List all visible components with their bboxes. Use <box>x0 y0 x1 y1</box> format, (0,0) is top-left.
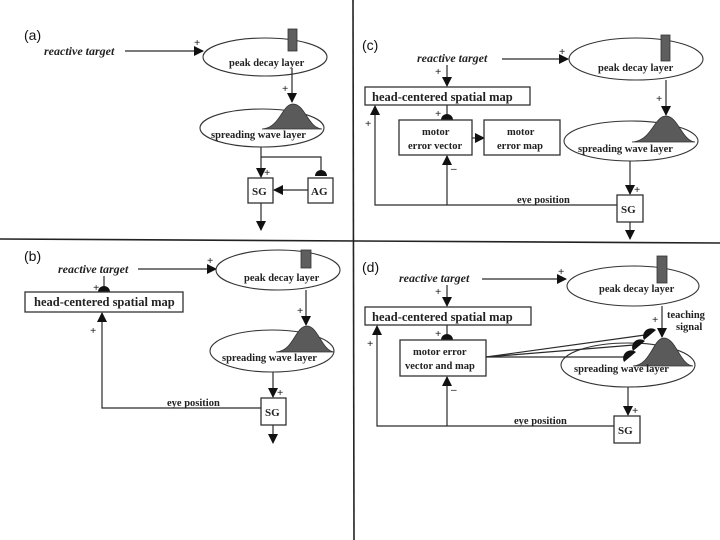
peak-decay-layer-label: peak decay layer <box>599 284 675 295</box>
inhibitory-terminal <box>643 328 656 340</box>
plus-sign: + <box>207 255 213 267</box>
activity-bump <box>632 337 694 367</box>
sg-label: SG <box>621 204 636 216</box>
inhibitory-terminal <box>623 350 636 362</box>
head-centered-map-label: head-centered spatial map <box>34 295 175 309</box>
teaching-signal-label: teaching <box>667 310 706 321</box>
reactive-target-label: reactive target <box>44 44 115 58</box>
inhibitory-terminal <box>98 286 110 292</box>
plus-sign: + <box>558 266 564 278</box>
peak-decay-layer-label: peak decay layer <box>229 58 305 69</box>
plus-sign: + <box>264 167 270 179</box>
head-centered-map-label: head-centered spatial map <box>372 90 513 104</box>
plus-sign: + <box>277 387 283 399</box>
panel-a: (a) reactive target + peak decay layer +… <box>24 27 334 231</box>
motor-error-vector-label: motor <box>422 127 450 138</box>
plus-sign: + <box>194 37 200 49</box>
eye-position-label: eye position <box>517 195 570 206</box>
minus-sign: – <box>450 384 457 396</box>
spreading-wave-layer-label: spreading wave layer <box>222 353 317 364</box>
plus-sign: + <box>297 305 303 317</box>
panel-label-b: (b) <box>24 248 41 264</box>
plus-sign: + <box>367 338 373 350</box>
plus-sign: + <box>634 184 640 196</box>
motor-error-map-label: motor <box>507 127 535 138</box>
eye-position-feedback <box>97 312 261 409</box>
motor-error-label: vector and map <box>405 361 475 372</box>
plus-sign: + <box>435 66 441 78</box>
wave-to-ag-line <box>261 156 322 170</box>
panel-label-a: (a) <box>24 27 41 43</box>
reactive-target-label: reactive target <box>399 271 470 285</box>
motor-error-map-box <box>483 119 561 156</box>
head-centered-map-box <box>364 306 532 326</box>
plus-sign: + <box>435 108 441 120</box>
inhibitory-terminal <box>441 114 453 120</box>
motor-error-vector-box <box>398 119 473 156</box>
spreading-wave-layer-label: spreading wave layer <box>574 364 669 375</box>
peak-bar <box>287 28 298 52</box>
eye-position-label: eye position <box>514 416 567 427</box>
minus-sign: – <box>450 163 457 175</box>
plus-sign: + <box>656 93 662 105</box>
plus-sign: + <box>365 118 371 130</box>
motor-error-vector-label: error vector <box>408 141 462 152</box>
eye-position-feedback <box>370 105 617 206</box>
plus-sign: + <box>93 282 99 294</box>
inhibitory-terminal <box>315 170 327 176</box>
horizontal-divider <box>0 238 720 244</box>
peak-bar <box>660 34 671 62</box>
activity-bump <box>631 115 696 143</box>
sg-box <box>260 397 287 426</box>
peak-decay-layer-label: peak decay layer <box>244 273 320 284</box>
vertical-divider <box>352 0 355 540</box>
motor-error-vector-map-box <box>399 339 487 377</box>
plus-sign: + <box>435 286 441 298</box>
panel-label-c: (c) <box>362 37 378 53</box>
panel-c: (c) reactive target + + head-centered sp… <box>362 34 704 240</box>
eye-position-label: eye position <box>167 398 220 409</box>
peak-bar <box>656 255 668 284</box>
reactive-target-label: reactive target <box>58 262 129 276</box>
inhibitory-terminal <box>632 339 645 351</box>
motor-error-label: motor error <box>413 347 467 358</box>
ag-label: AG <box>311 186 328 198</box>
plus-sign: + <box>652 314 658 326</box>
mevm-to-wave-line <box>485 344 635 358</box>
panel-d: (d) reactive target + + head-centered sp… <box>362 255 706 444</box>
teaching-signal-label: signal <box>676 322 702 333</box>
spreading-wave-layer-label: spreading wave layer <box>578 144 673 155</box>
motor-error-map-label: error map <box>497 141 543 152</box>
inhibitory-terminal <box>441 334 453 340</box>
panel-b: (b) reactive target + + head-centered sp… <box>24 248 341 444</box>
activity-bump <box>275 325 335 353</box>
plus-sign: + <box>282 83 288 95</box>
sg-label: SG <box>265 407 280 419</box>
sg-box <box>613 415 641 444</box>
spreading-wave-layer-label: spreading wave layer <box>211 130 306 141</box>
plus-sign: + <box>559 46 565 58</box>
reactive-target-label: reactive target <box>417 51 488 65</box>
plus-sign: + <box>90 325 96 337</box>
peak-bar <box>300 249 312 269</box>
sg-label: SG <box>618 425 633 437</box>
mevm-to-wave-line <box>485 334 646 358</box>
peak-decay-layer <box>202 37 328 77</box>
peak-decay-layer <box>215 249 341 291</box>
sg-label: SG <box>252 186 267 198</box>
peak-decay-layer-label: peak decay layer <box>598 63 674 74</box>
plus-sign: + <box>435 328 441 340</box>
eye-position-feedback <box>372 325 614 427</box>
activity-bump <box>261 103 323 130</box>
panel-label-d: (d) <box>362 259 379 275</box>
plus-sign: + <box>632 405 638 417</box>
head-centered-map-label: head-centered spatial map <box>372 310 513 324</box>
